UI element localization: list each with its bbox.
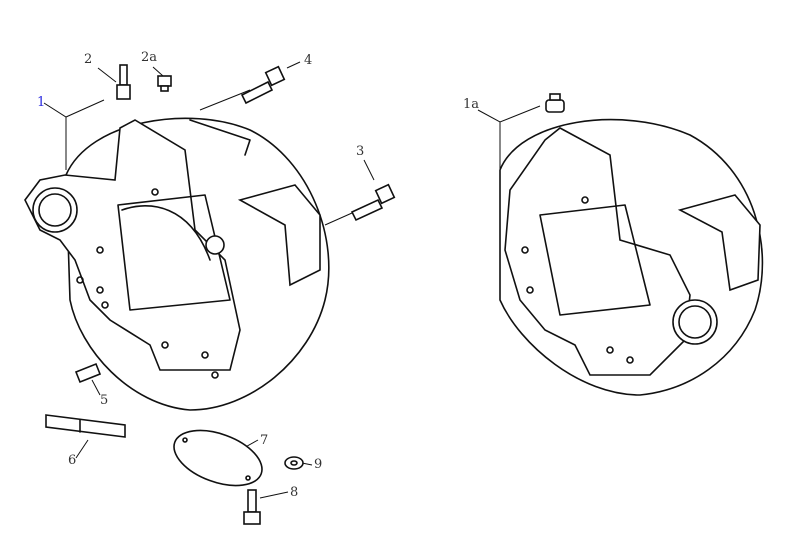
callout-4: 4 [304,53,313,68]
callout-7: 7 [260,433,269,448]
plug-icon [545,93,565,113]
callout-6: 6 [68,453,77,468]
bolt-part-8 [243,489,261,525]
callout-2: 2 [84,52,93,67]
callout-2a: 2a [141,50,158,65]
flywheel-housing-1 [24,117,330,411]
flywheel-housing-1a [499,93,764,396]
bolt-part-4 [240,65,286,105]
pin-part-5 [74,362,102,384]
callout-1[interactable]: 1 [37,95,46,110]
callout-5: 5 [100,393,109,408]
bolt-part-3 [350,183,396,222]
shim-part-6 [45,414,126,438]
sensor-part-2 [116,64,131,100]
plug-part-2a [157,75,172,92]
callout-1a: 1a [463,97,480,112]
callout-9: 9 [314,457,323,472]
callout-8: 8 [290,485,299,500]
washer-part-9 [284,456,304,470]
cover-plate-7 [173,429,263,487]
callout-3: 3 [356,144,365,159]
